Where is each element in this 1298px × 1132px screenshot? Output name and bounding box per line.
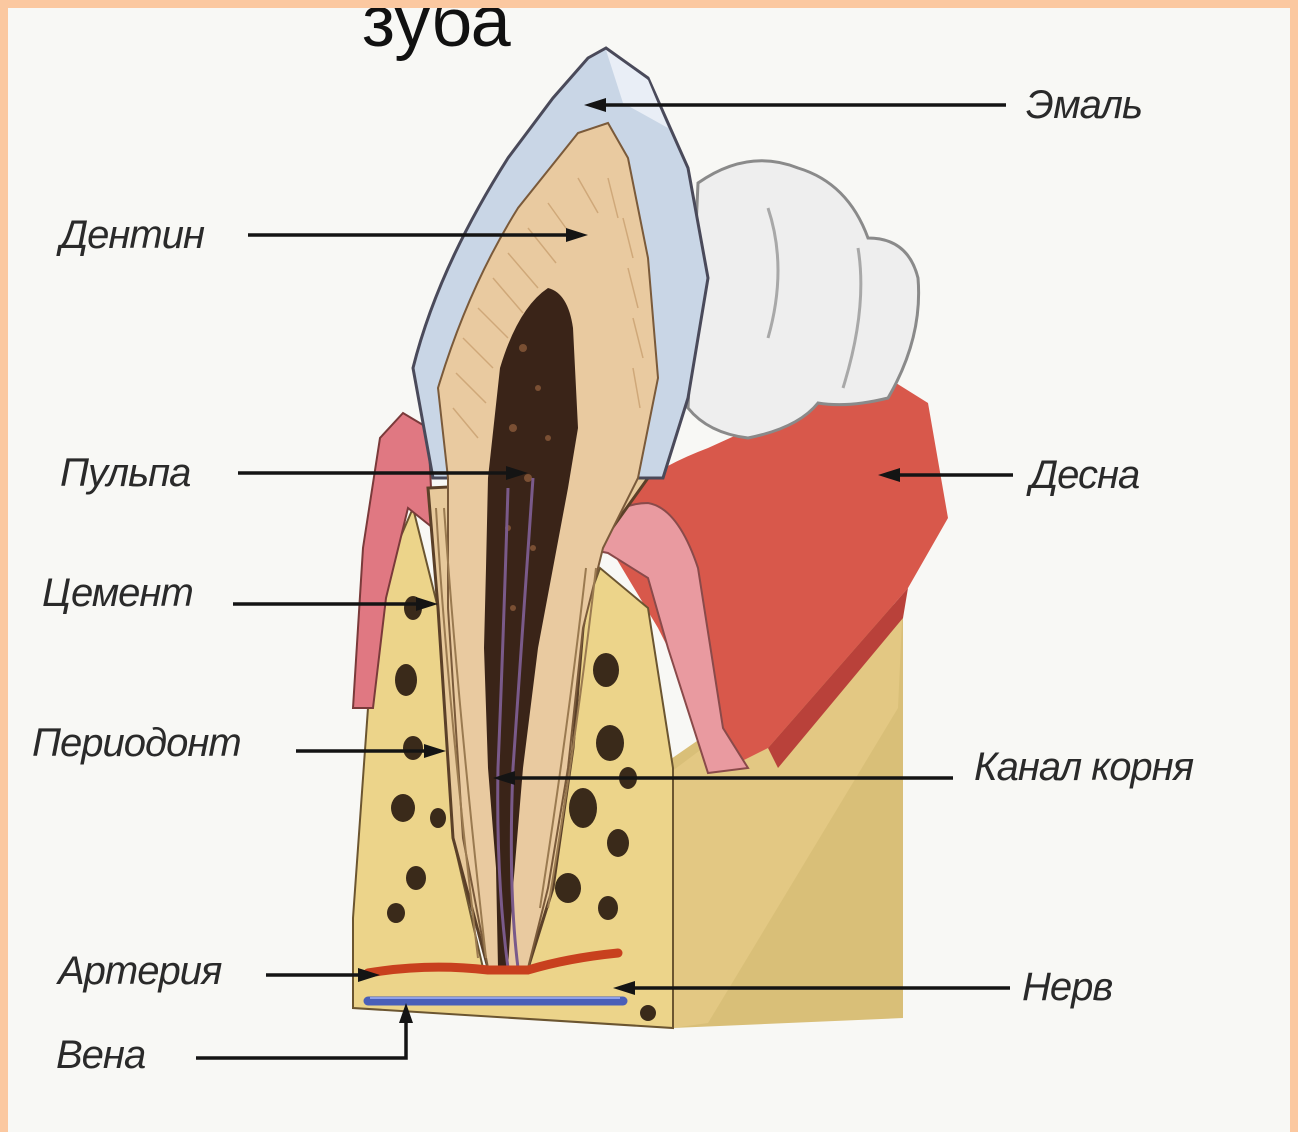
label-pulp: Пульпа [60, 451, 190, 495]
label-artery: Артерия [56, 949, 222, 993]
label-vein: Вена [56, 1033, 145, 1077]
slide-canvas: зуба [8, 8, 1290, 1132]
label-root-canal: Канал корня [974, 745, 1194, 789]
label-enamel: Эмаль [1026, 83, 1142, 127]
label-cement: Цемент [42, 571, 193, 615]
tooth-anatomy-diagram: Эмаль Дентин Пульпа Десна Цемент Периодо… [8, 8, 1290, 1132]
leader-vein [196, 1013, 406, 1058]
label-gum: Десна [1026, 453, 1139, 497]
label-dentin: Дентин [56, 213, 205, 257]
molar-crowns [688, 161, 919, 438]
label-nerve: Нерв [1022, 965, 1112, 1009]
label-periodont: Периодонт [32, 721, 241, 765]
